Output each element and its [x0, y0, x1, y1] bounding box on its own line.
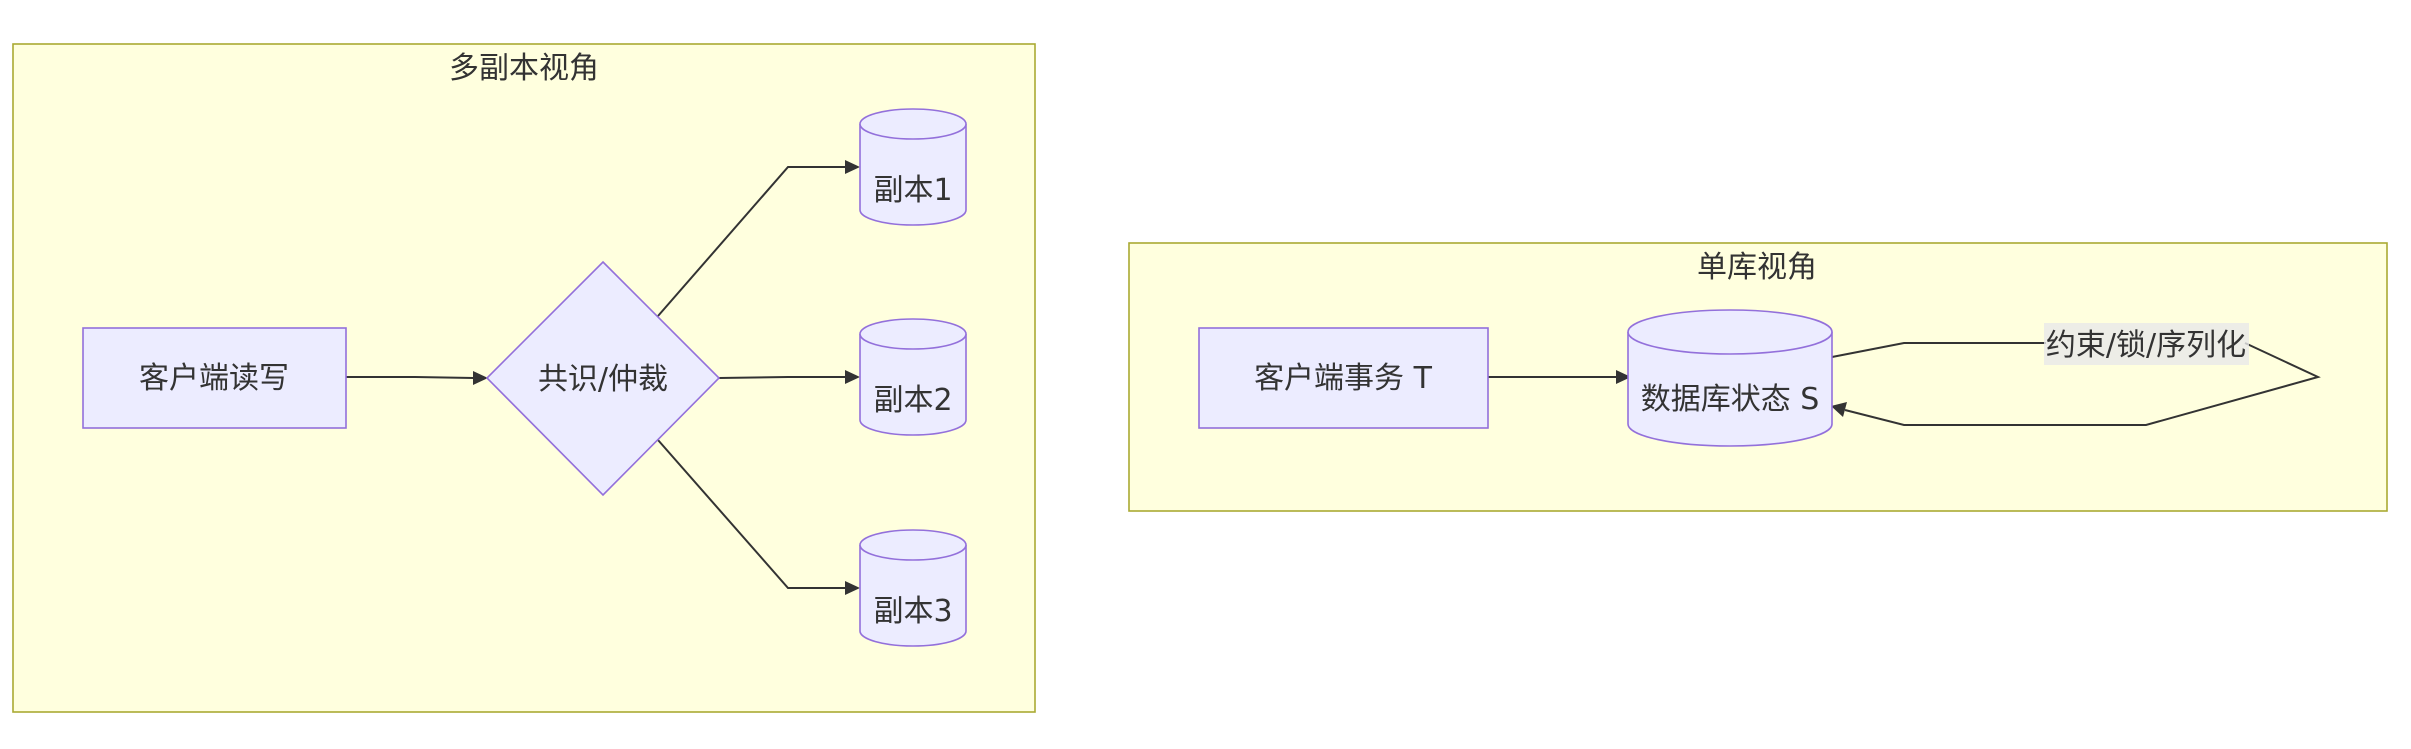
node-replica-1-body[interactable]: [859, 108, 967, 226]
node-db-state[interactable]: 数据库状态 S: [1627, 309, 1833, 447]
node-consensus-diamond[interactable]: [485, 260, 721, 497]
node-db-state-body[interactable]: [1627, 309, 1833, 447]
node-client-rw-label: 客户端读写: [139, 361, 289, 396]
edge-db-loop: [1831, 342, 2321, 426]
node-replica-2-body[interactable]: [859, 318, 967, 436]
edge-consensus-to-replica1-arrow: [845, 160, 860, 174]
node-db-state-rim: [1627, 331, 1833, 355]
node-replica-1-rim: [859, 123, 967, 140]
node-client-tx-box[interactable]: [1198, 327, 1489, 429]
edge-consensus-to-replica2: [718, 376, 846, 379]
cluster-multi-replica-title: 多副本视角: [449, 51, 599, 86]
edges: [346, 160, 2321, 595]
node-replica-3[interactable]: 副本3: [859, 529, 967, 647]
cluster-single-db-title: 单库视角: [1697, 250, 1817, 285]
node-replica-3-rim: [859, 544, 967, 561]
node-consensus[interactable]: 共识/仲裁: [485, 260, 721, 497]
node-replica-2[interactable]: 副本2: [859, 318, 967, 436]
edge-client-to-consensus-arrow: [473, 371, 488, 385]
node-consensus-label: 共识/仲裁: [538, 362, 668, 397]
edge-consensus-to-replica1: [657, 166, 846, 317]
edge-label-loop-text: 约束/锁/序列化: [2046, 328, 2246, 363]
edge-consensus-to-replica3-arrow: [845, 581, 860, 595]
edge-client-to-consensus: [346, 376, 475, 379]
node-replica-1[interactable]: 副本1: [859, 108, 967, 226]
edge-consensus-to-replica2-arrow: [845, 370, 860, 384]
node-replica-2-rim: [859, 333, 967, 350]
node-client-tx-label: 客户端事务 T: [1254, 361, 1433, 396]
edge-tx-to-db-arrow: [1616, 370, 1631, 384]
edge-consensus-to-replica3: [657, 439, 846, 589]
node-replica-2-label: 副本2: [873, 383, 952, 418]
edge-label-loop-bg: [2044, 323, 2249, 365]
node-client-tx[interactable]: 客户端事务 T: [1198, 327, 1489, 429]
node-replica-3-label: 副本3: [873, 594, 952, 629]
node-client-rw-box[interactable]: [82, 327, 347, 429]
node-replica-3-body[interactable]: [859, 529, 967, 647]
edge-label-loop: 约束/锁/序列化: [2044, 323, 2249, 365]
node-replica-1-label: 副本1: [873, 173, 952, 208]
node-client-rw[interactable]: 客户端读写: [82, 327, 347, 429]
edge-db-loop-arrow: [1831, 402, 1847, 417]
node-db-state-label: 数据库状态 S: [1641, 382, 1820, 417]
